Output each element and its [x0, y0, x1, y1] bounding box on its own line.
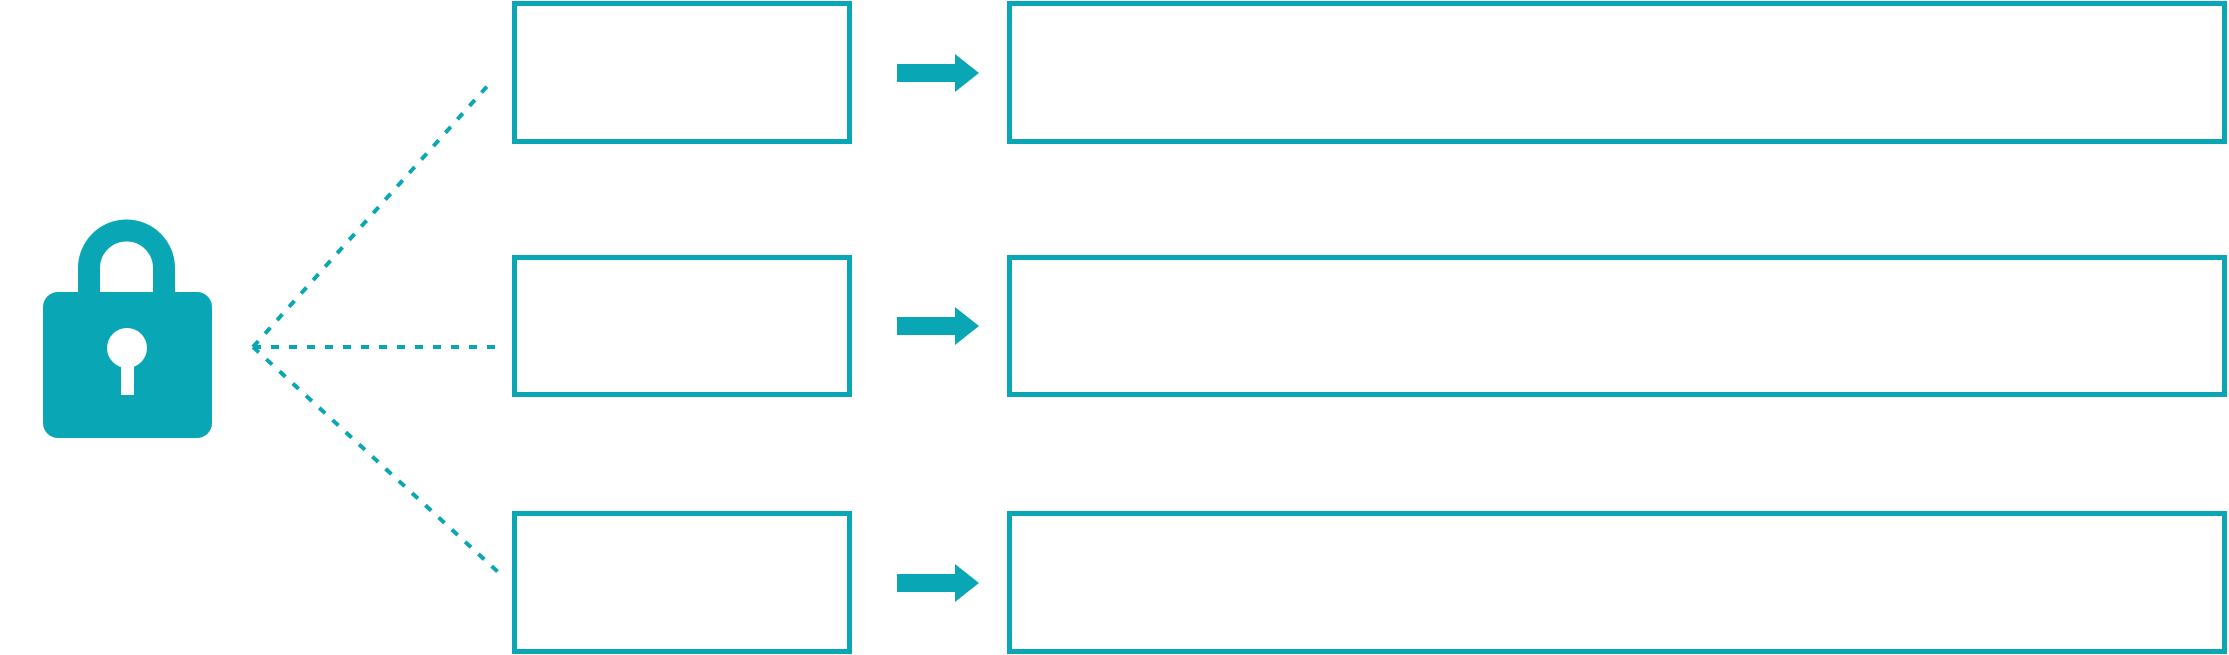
- flow-arrows: [897, 54, 979, 602]
- right-arrow-icon-2: [897, 307, 979, 345]
- connector-line-top: [251, 80, 493, 349]
- large-box-3: [1007, 511, 2227, 654]
- connector-lines: [251, 80, 500, 574]
- lock-body: [43, 292, 212, 438]
- small-box-2: [512, 255, 852, 397]
- small-box-3: [512, 511, 852, 654]
- small-box-1: [512, 1, 852, 144]
- lock-shackle: [78, 219, 175, 300]
- right-arrow-icon-1: [897, 54, 979, 92]
- lock-icon: [43, 219, 212, 438]
- large-box-2: [1007, 255, 2227, 397]
- right-arrow-icon-3: [897, 564, 979, 602]
- keyhole-stem: [121, 360, 134, 395]
- connector-line-bottom: [251, 345, 500, 574]
- keyhole-circle: [107, 328, 147, 368]
- large-box-1: [1007, 1, 2227, 144]
